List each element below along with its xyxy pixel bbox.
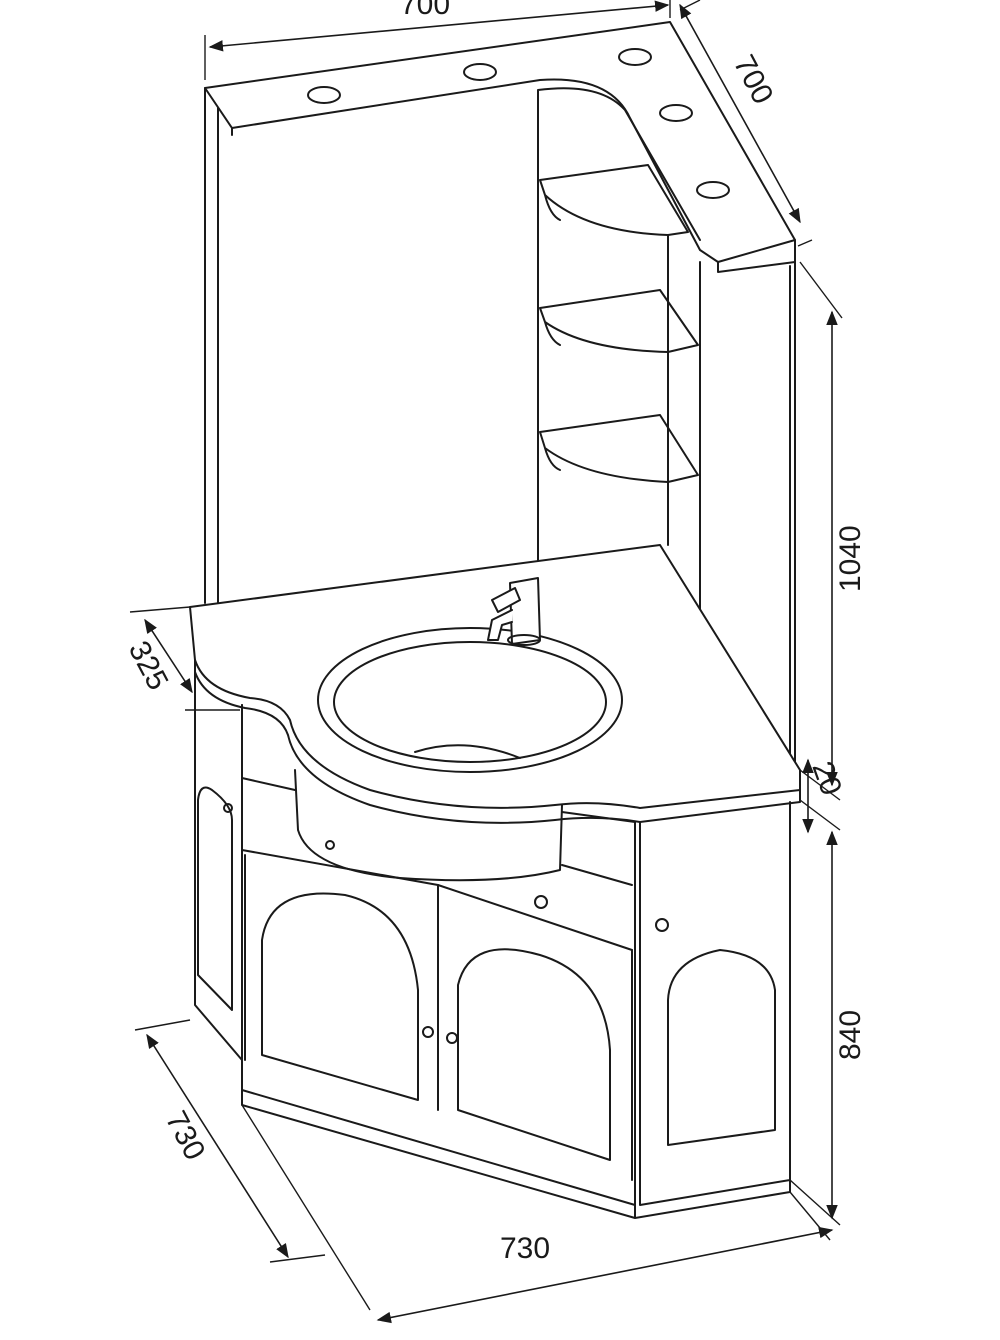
label-countertop-thickness: 20 <box>805 757 847 800</box>
front-rail-top <box>241 777 636 951</box>
canopy-front-edge <box>231 127 796 273</box>
right-side-knob <box>655 918 669 932</box>
front-drawer-knob-right <box>534 895 548 909</box>
left-door-knob <box>223 803 233 813</box>
dim-line-base-left <box>146 1033 289 1259</box>
countertop-front-edge <box>194 659 801 824</box>
left-side-door <box>197 786 233 1011</box>
faucet-base <box>507 634 541 646</box>
dim-line-top-width <box>208 0 670 52</box>
door-right-knob <box>446 1032 458 1044</box>
cabinet-base-plinth <box>241 1089 791 1219</box>
dim-line-side-depth <box>144 618 193 694</box>
shelf-1 <box>539 164 689 241</box>
right-side-door <box>667 949 776 1146</box>
dimension-lines <box>129 0 843 1324</box>
door-right <box>457 948 611 1161</box>
label-base-right: 730 <box>500 1232 550 1265</box>
cabinet-right-side <box>639 801 791 1206</box>
label-side-depth: 325 <box>122 636 175 696</box>
basin-rim-outer <box>317 627 623 773</box>
light-spot-4 <box>659 104 693 122</box>
dim-line-base-right <box>376 1226 834 1324</box>
label-top-depth: 700 <box>727 50 780 110</box>
shelf-3 <box>539 414 699 491</box>
light-spot-3 <box>618 48 652 66</box>
label-cabinet-height: 840 <box>834 1010 867 1060</box>
label-base-left: 730 <box>159 1106 212 1166</box>
mirror-frame-curve <box>537 87 701 601</box>
door-left <box>261 892 419 1101</box>
faucet <box>487 577 541 646</box>
drain-shadow <box>414 744 521 759</box>
door-left-knob <box>422 1026 434 1038</box>
label-top-width: 700 <box>400 0 450 21</box>
canopy-top <box>204 21 796 263</box>
front-drawer-knob-left <box>325 840 335 850</box>
shelf-2 <box>539 289 699 361</box>
door-divider <box>244 854 633 1181</box>
dim-line-top-depth <box>679 3 801 224</box>
faucet-spout <box>487 609 513 641</box>
faucet-handle <box>491 587 521 613</box>
basin-rim-inner <box>333 641 607 763</box>
countertop <box>189 544 801 824</box>
light-spot-2 <box>463 63 497 81</box>
countertop-top-face <box>189 544 801 809</box>
cabinet-front-frame <box>241 704 636 1206</box>
light-spot-5 <box>696 181 730 199</box>
light-spot-1 <box>307 86 341 104</box>
label-mirror-height: 1040 <box>834 525 867 592</box>
corner-shelves <box>539 164 699 546</box>
cabinet-left-side <box>194 669 243 1061</box>
